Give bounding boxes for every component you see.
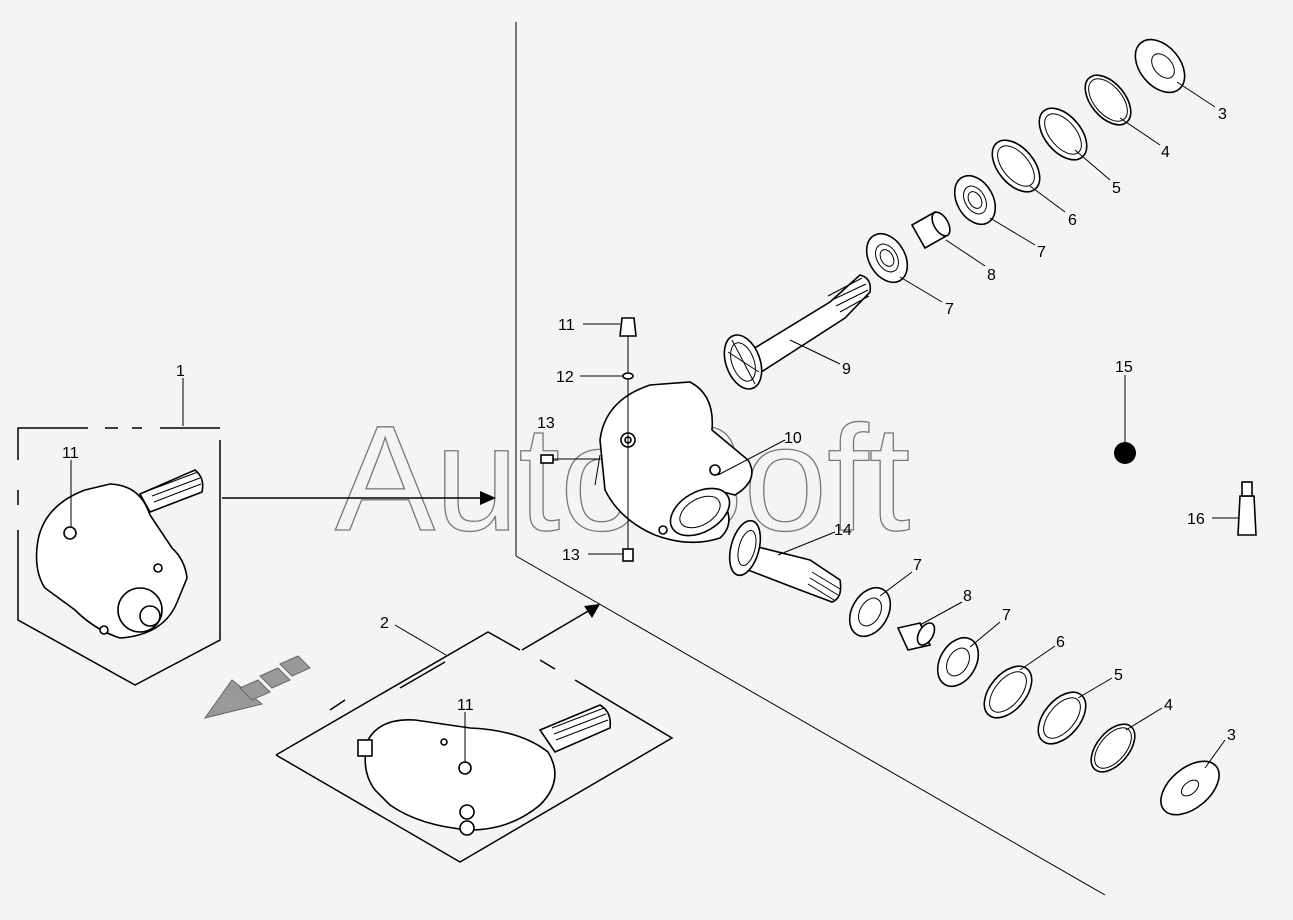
fasteners-column xyxy=(540,317,637,562)
bearing-icon xyxy=(848,586,892,638)
thrust-washer-icon xyxy=(1160,760,1220,816)
gearbox-housing-icon xyxy=(364,719,556,831)
callout-7-d: 7 xyxy=(1002,607,1011,624)
callout-9: 9 xyxy=(842,361,851,378)
washer-icon xyxy=(622,372,634,380)
bearing-icon xyxy=(953,174,997,226)
callout-8-bottom: 8 xyxy=(963,588,972,605)
callout-10: 10 xyxy=(784,430,802,447)
callout-3-bottom: 3 xyxy=(1227,727,1236,744)
callout-7-c: 7 xyxy=(913,557,922,574)
callout-6-bottom: 6 xyxy=(1056,634,1065,651)
plug-icon xyxy=(458,761,472,775)
bevel-gear-icon xyxy=(728,519,762,577)
gearbox-housing-part xyxy=(594,381,753,544)
plug-icon xyxy=(63,526,77,540)
assembly-view-1: 11 xyxy=(17,427,221,686)
callout-1: 1 xyxy=(176,363,185,380)
washer-icon xyxy=(1038,107,1088,161)
callout-8-top: 8 xyxy=(987,267,996,284)
callout-16: 16 xyxy=(1187,511,1205,528)
callout-13-a: 13 xyxy=(537,415,555,432)
input-shaft-icon xyxy=(138,469,204,513)
oil-seal-icon xyxy=(1134,38,1186,94)
grub-screw-icon xyxy=(540,454,554,464)
callout-11-main: 11 xyxy=(558,317,575,334)
washer-icon xyxy=(983,665,1033,719)
bearing-icon xyxy=(936,636,980,688)
callout-13-b: 13 xyxy=(562,547,580,564)
assembly-view-2: 11 xyxy=(275,631,674,863)
callout-11-box1: 11 xyxy=(62,445,79,462)
direction-indicator-icon xyxy=(203,655,311,719)
circlip-icon xyxy=(1090,723,1136,773)
output-shaft-part xyxy=(728,519,842,603)
callout-6-top: 6 xyxy=(1068,212,1077,229)
upper-parts-stack xyxy=(865,38,1186,284)
callout-3-top: 3 xyxy=(1218,106,1227,123)
callout-11-box2: 11 xyxy=(457,697,474,714)
arrow-to-main xyxy=(222,491,496,505)
bearing-icon xyxy=(865,232,909,284)
circlip-icon xyxy=(1084,74,1132,126)
breather-plug-icon xyxy=(619,317,637,337)
callout-4-top: 4 xyxy=(1161,144,1170,161)
washer-icon xyxy=(991,139,1041,193)
frame-lines xyxy=(515,22,1106,896)
washer-icon xyxy=(1037,691,1087,745)
input-shaft-icon xyxy=(538,704,612,753)
lower-parts-stack xyxy=(848,586,1220,816)
arrow-to-main-2 xyxy=(521,604,600,651)
callout-4-bottom: 4 xyxy=(1164,697,1173,714)
grease-dot-icon xyxy=(1114,442,1136,464)
callout-5-top: 5 xyxy=(1112,180,1121,197)
input-shaft-part xyxy=(723,274,872,390)
callout-7-a: 7 xyxy=(1037,244,1046,261)
callout-14: 14 xyxy=(834,522,852,539)
callout-15: 15 xyxy=(1115,359,1133,376)
callout-2: 2 xyxy=(380,615,389,632)
grub-screw-icon xyxy=(622,548,634,562)
callout-12: 12 xyxy=(556,369,574,386)
callout-7-b: 7 xyxy=(945,301,954,318)
sleeve-part xyxy=(1237,481,1257,536)
callout-5-bottom: 5 xyxy=(1114,667,1123,684)
leader-lines xyxy=(580,81,1226,769)
output-shaft-icon xyxy=(357,739,373,757)
